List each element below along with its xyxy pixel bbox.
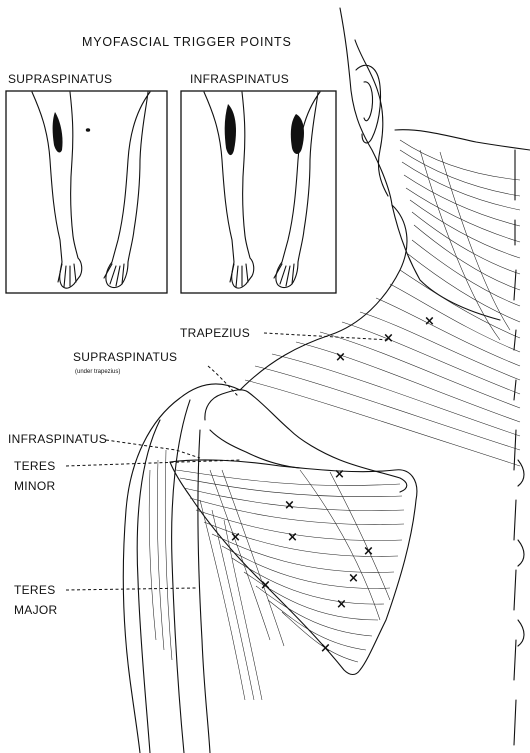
panel-frame: [6, 91, 167, 293]
trigger-point: ×: [284, 498, 295, 513]
trigger-point: ×: [383, 331, 394, 346]
trigger-points: × × × × × × × × × × × ×: [230, 314, 435, 656]
infraspinatus-pain-panel: INFRASPINATUS: [181, 72, 336, 293]
trigger-point: ×: [335, 350, 346, 365]
label-supraspinatus-note: (under trapezius): [75, 369, 120, 375]
panel-title-supraspinatus: SUPRASPINATUS: [8, 72, 112, 86]
trigger-point: ×: [348, 571, 359, 586]
label-infraspinatus: INFRASPINATUS: [8, 432, 107, 446]
trigger-point: ×: [320, 641, 331, 656]
deltoid-fibers: [149, 450, 172, 660]
pain-zone: [86, 128, 90, 132]
panel-frame: [181, 91, 336, 293]
label-supraspinatus: SUPRASPINATUS: [73, 350, 177, 364]
trigger-point: ×: [336, 597, 347, 612]
arm-drawing: [32, 92, 150, 288]
trigger-point: ×: [287, 530, 298, 545]
pain-zone: [53, 112, 63, 152]
trigger-point: ×: [363, 544, 374, 559]
pain-zone: [291, 114, 304, 154]
pain-zone: [225, 104, 236, 155]
supraspinatus-pain-panel: SUPRASPINATUS: [6, 72, 167, 293]
shoulder-back-anatomy: × × × × × × × × × × × ×: [123, 8, 530, 753]
panel-title-infraspinatus: INFRASPINATUS: [190, 72, 289, 86]
trigger-point: ×: [260, 578, 271, 593]
figure-title: MYOFASCIAL TRIGGER POINTS: [82, 35, 292, 49]
trapezius-fibers: [245, 140, 520, 466]
arm-drawing: [204, 92, 320, 288]
label-trapezius: TRAPEZIUS: [180, 326, 250, 340]
label-teres-major-line1: TERES: [14, 583, 56, 597]
label-teres-minor-line2: MINOR: [14, 479, 56, 493]
trigger-point: ×: [424, 314, 435, 329]
trigger-point: ×: [230, 530, 241, 545]
label-teres-minor-line1: TERES: [14, 459, 56, 473]
trigger-point: ×: [334, 467, 345, 482]
label-teres-major-line2: MAJOR: [14, 603, 58, 617]
